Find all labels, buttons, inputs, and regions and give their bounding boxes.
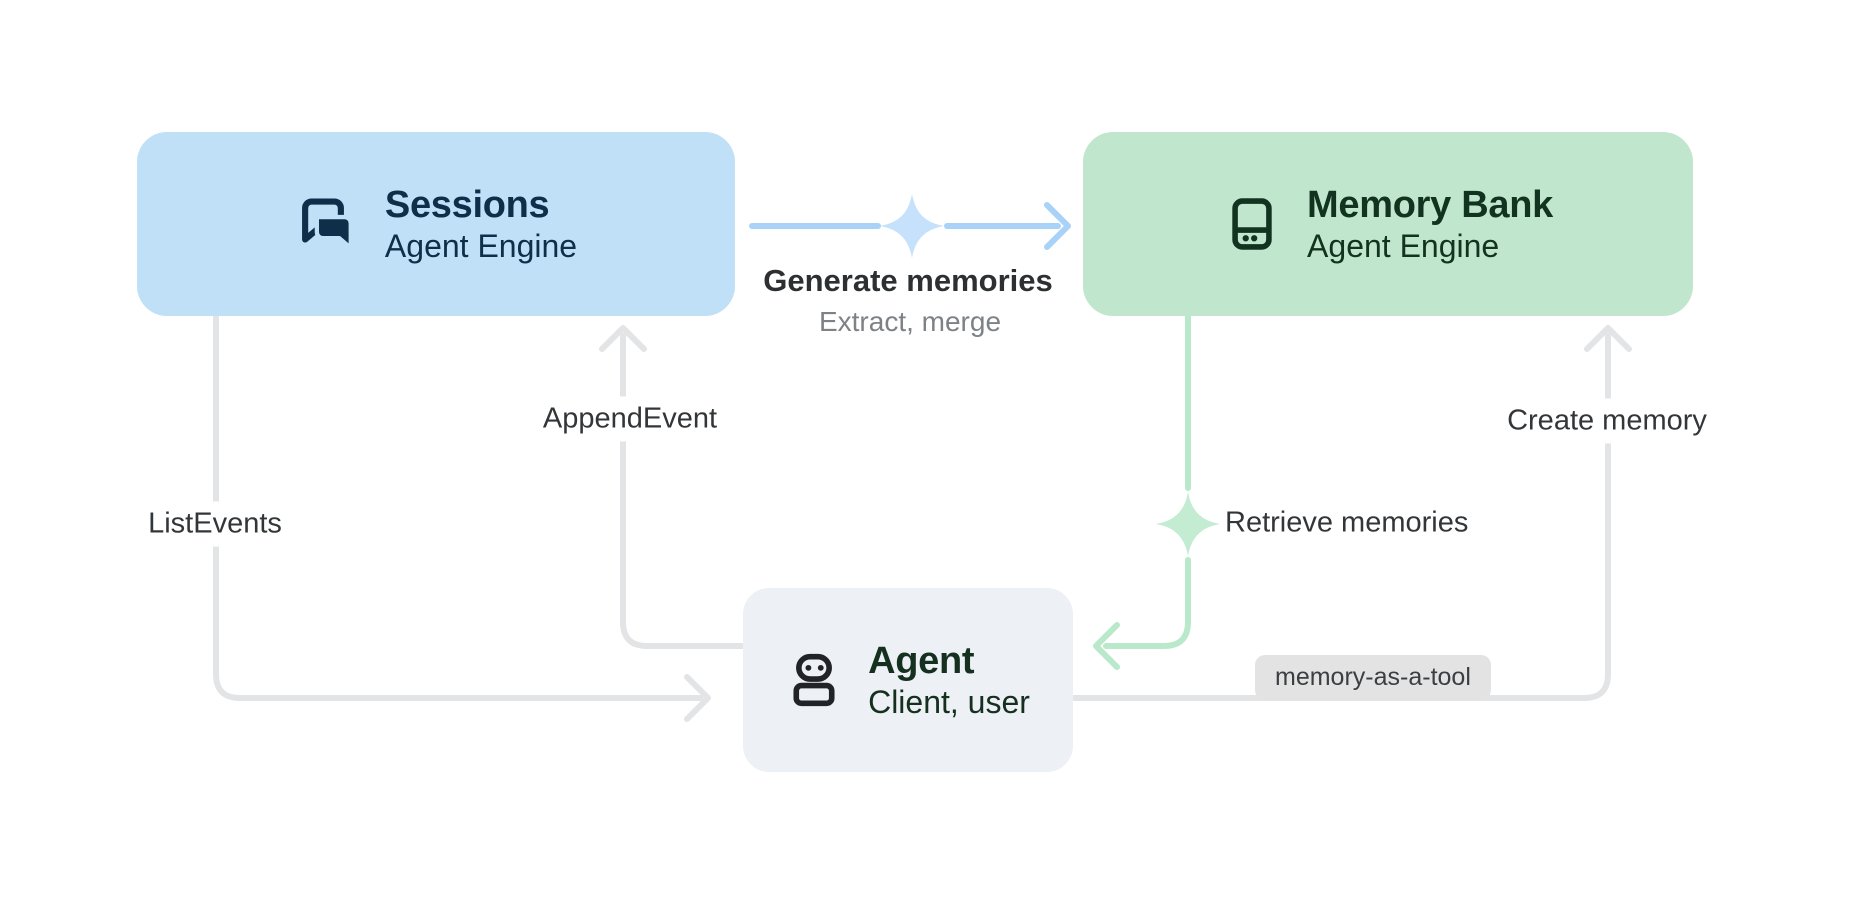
- sparkle-icon: [880, 194, 944, 258]
- arrowhead-right-icon: [684, 674, 711, 722]
- node-subtitle: Client, user: [868, 683, 1030, 720]
- robot-icon: [786, 647, 842, 713]
- node-title: Sessions: [384, 183, 550, 226]
- edge-label-retrieve-memories: Retrieve memories: [1225, 506, 1469, 539]
- node-agent: Agent Client, user: [743, 588, 1073, 772]
- node-title: Agent: [868, 639, 975, 682]
- chat-bubbles-icon: [295, 192, 359, 256]
- edge-label-create-memory: Create memory: [1497, 398, 1717, 444]
- arrowhead-right-icon: [1044, 202, 1071, 250]
- edge-generate-memories: [749, 194, 1071, 258]
- node-title: Memory Bank: [1307, 183, 1553, 226]
- node-subtitle: Agent Engine: [384, 227, 578, 264]
- memory-as-a-tool-badge: memory-as-a-tool: [1255, 655, 1491, 700]
- edge-append-event: [599, 325, 746, 649]
- sparkle-icon: [1156, 492, 1220, 556]
- edge-label-append-event: AppendEvent: [532, 396, 728, 442]
- node-sessions: Sessions Agent Engine: [137, 132, 735, 316]
- node-memory-bank: Memory Bank Agent Engine: [1083, 132, 1693, 316]
- arrowhead-up-icon: [599, 325, 647, 352]
- edge-create-memory: [1070, 325, 1632, 701]
- edge-retrieve-memories: [1093, 313, 1220, 670]
- node-subtitle: Agent Engine: [1307, 227, 1500, 264]
- edge-sublabel-extract-merge: Extract, merge: [818, 306, 1002, 337]
- edge-label-generate-memories: Generate memories: [763, 263, 1053, 298]
- arrowhead-up-icon: [1584, 325, 1632, 352]
- edge-list-events: [213, 313, 711, 722]
- edge-label-list-events: ListEvents: [138, 501, 292, 547]
- arrowhead-left-icon: [1093, 622, 1120, 670]
- storage-icon: [1223, 193, 1281, 255]
